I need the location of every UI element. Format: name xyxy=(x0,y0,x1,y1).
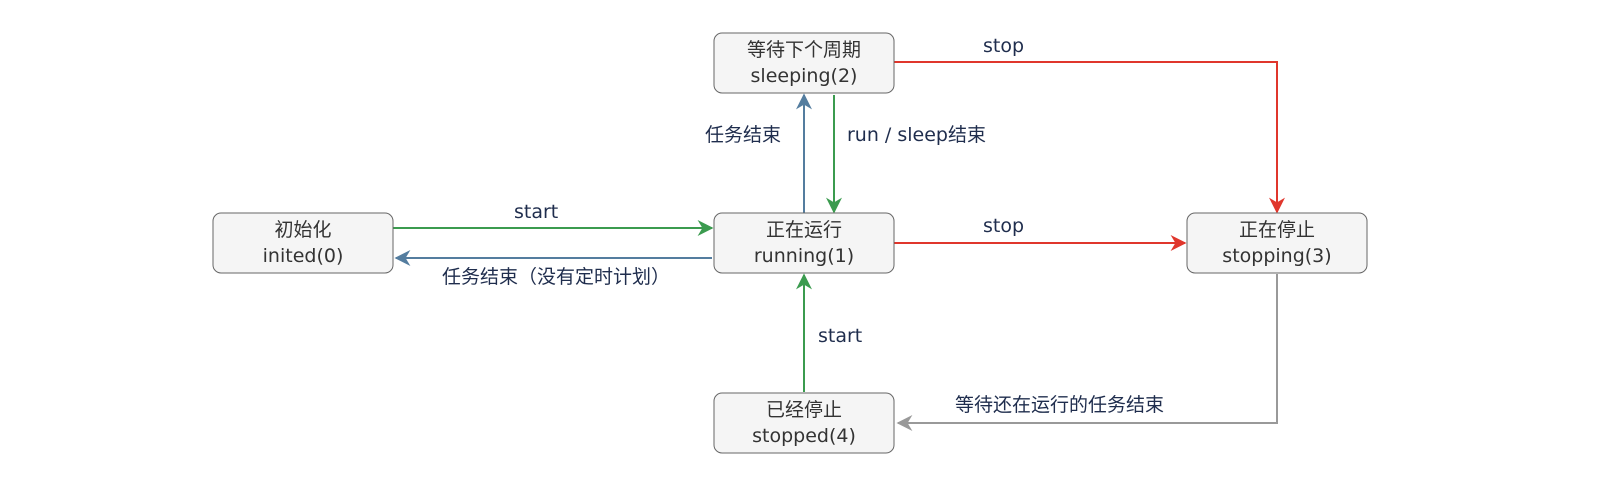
state-stopping-code: stopping(3) xyxy=(1222,245,1331,267)
label-sleeping-to-running: run / sleep结束 xyxy=(847,124,986,146)
edge-stopping-to-stopped xyxy=(896,274,1278,431)
state-stopped-code: stopped(4) xyxy=(752,425,856,447)
state-sleeping-name: 等待下个周期 xyxy=(747,39,861,61)
state-inited-name: 初始化 xyxy=(274,219,331,241)
label-stopped-to-running: start xyxy=(818,325,862,347)
label-sleeping-to-stopping: stop xyxy=(983,35,1024,57)
state-sleeping: 等待下个周期 sleeping(2) xyxy=(713,32,895,94)
label-stopping-to-stopped: 等待还在运行的任务结束 xyxy=(955,394,1164,416)
label-inited-to-running: start xyxy=(514,201,558,223)
state-inited-code: inited(0) xyxy=(263,245,344,267)
state-stopped: 已经停止 stopped(4) xyxy=(713,392,895,454)
state-stopping: 正在停止 stopping(3) xyxy=(1186,212,1368,274)
label-running-to-inited: 任务结束（没有定时计划） xyxy=(442,266,670,288)
state-stopped-name: 已经停止 xyxy=(766,399,842,421)
state-sleeping-code: sleeping(2) xyxy=(751,65,858,87)
state-stopping-name: 正在停止 xyxy=(1239,219,1315,241)
state-inited: 初始化 inited(0) xyxy=(212,212,394,274)
state-running-name: 正在运行 xyxy=(766,219,842,241)
state-running-code: running(1) xyxy=(754,245,854,267)
state-running: 正在运行 running(1) xyxy=(713,212,895,274)
edge-sleeping-to-stopping xyxy=(892,61,1285,214)
label-running-to-stopping: stop xyxy=(983,215,1024,237)
label-running-to-sleeping: 任务结束 xyxy=(705,124,781,146)
